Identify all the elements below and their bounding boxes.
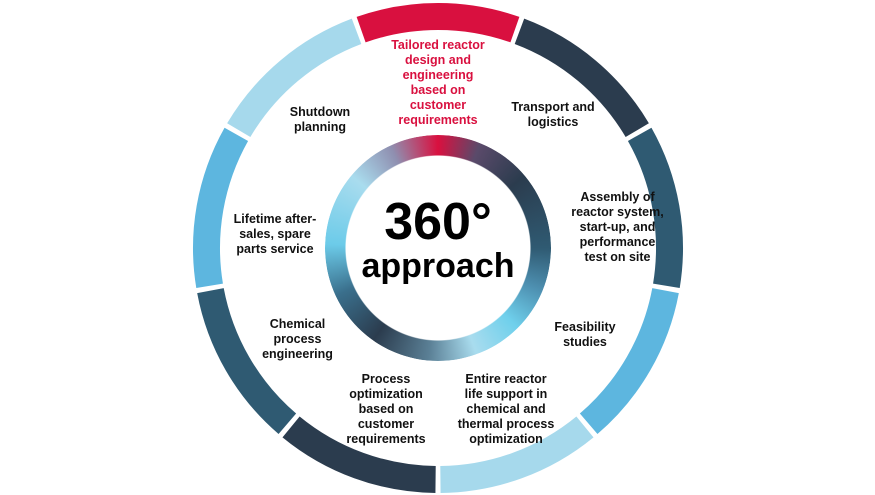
label-transport: Transport and logistics: [511, 100, 595, 129]
label-chemical-process: Chemical process engineering: [262, 317, 333, 361]
ring-segment-4: [440, 416, 594, 493]
label-assembly: Assembly of reactor system, start-up, an…: [571, 190, 664, 264]
ring-segment-5: [282, 416, 436, 493]
label-feasibility: Feasibility studies: [554, 320, 616, 349]
center-subtitle: approach: [361, 247, 515, 285]
ring-segment-1: [514, 18, 649, 138]
label-life-support: Entire reactor life support in chemical …: [457, 372, 555, 446]
ring-segment-8: [227, 18, 362, 138]
ring-segment-0: [356, 2, 520, 43]
label-tailored-design: Tailored reactor design and engineering …: [391, 38, 485, 127]
ring-segment-2: [627, 127, 683, 289]
label-shutdown: Shutdown planning: [289, 105, 351, 134]
label-process-optimization: Process optimization based on customer r…: [346, 372, 426, 446]
label-lifetime-service: Lifetime after- sales, spare parts servi…: [233, 212, 317, 256]
center-title: 360° approach: [338, 196, 538, 284]
inner-gradient-ring: [325, 135, 551, 361]
ring-segment-3: [579, 288, 679, 435]
ring-segment-7: [193, 127, 249, 289]
center-number: 360°: [384, 193, 492, 251]
ring-segment-6: [197, 288, 297, 435]
